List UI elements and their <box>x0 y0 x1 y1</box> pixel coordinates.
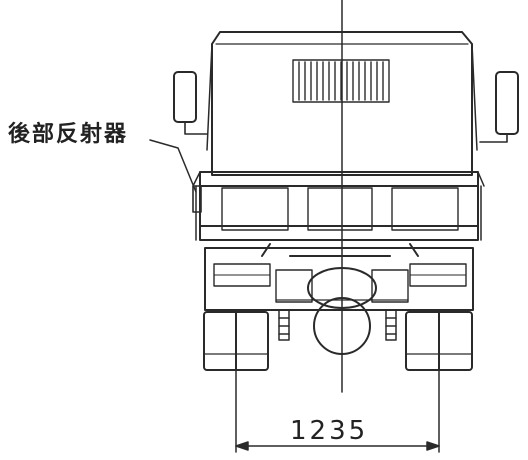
dump-body <box>192 171 485 241</box>
rear-reflector-label: 後部反射器 <box>8 122 129 147</box>
left-rear-wheels <box>203 311 269 371</box>
reflector-leader-line <box>149 139 197 193</box>
rear-frame <box>204 243 474 311</box>
rear-axle-differential <box>275 267 409 355</box>
rear-reflector <box>192 185 202 213</box>
right-mirror <box>479 71 519 143</box>
left-mirror <box>173 71 208 135</box>
tread-dimension-value: 1235 <box>290 416 369 446</box>
right-rear-wheels <box>405 311 473 371</box>
cab-body <box>206 31 478 176</box>
cab-vent-grille <box>292 59 390 103</box>
shock-absorbers <box>278 309 397 341</box>
tread-dimension-lines <box>235 369 440 453</box>
